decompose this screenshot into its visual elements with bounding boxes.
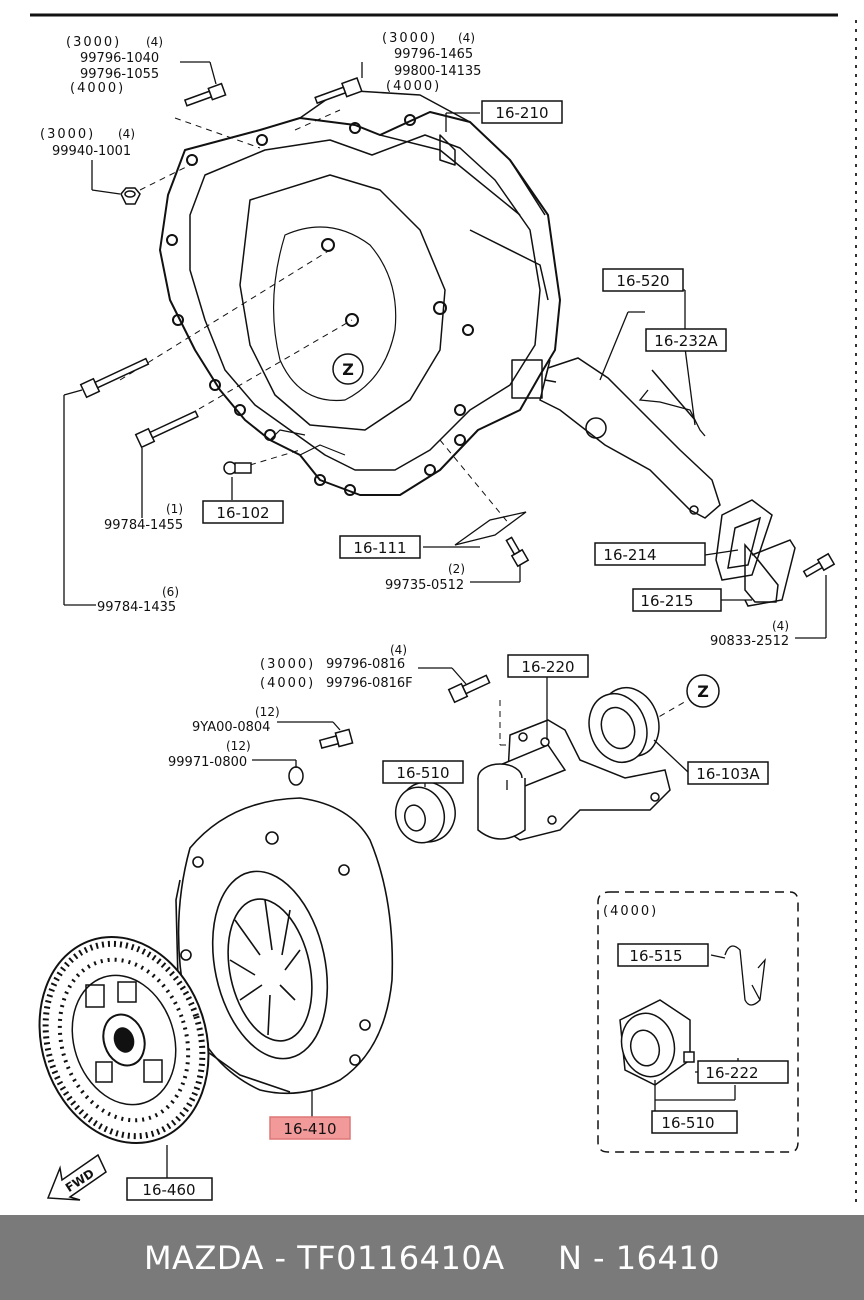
part-number: 99796-1055 — [80, 67, 159, 82]
part-number: 90833-2512 — [710, 634, 789, 649]
callout-16-103a: 16-103A — [696, 765, 760, 783]
clutch-housing-drawing — [159, 89, 561, 496]
part-qty: (4) — [772, 619, 789, 633]
part-tag: (3000) — [382, 31, 437, 46]
part-qty: (4) — [390, 643, 407, 657]
parts-diagram: Z — [30, 13, 857, 1205]
z-marker-circle — [686, 674, 720, 708]
footer-gap — [505, 1239, 558, 1277]
callout-16-510-inset: 16-510 — [661, 1114, 714, 1132]
part-qty: (4) — [458, 31, 475, 45]
footer-bar: MAZDA - TF0116410A N - 16410 — [0, 1215, 864, 1300]
washer-icon — [288, 766, 304, 786]
inset-title: (4000) — [603, 904, 658, 919]
callout-16-210: 16-210 — [495, 104, 548, 122]
footer-separator: - — [263, 1238, 298, 1277]
callout-16-515: 16-515 — [629, 947, 682, 965]
part-qty: (4) — [118, 127, 135, 141]
part-qty: (4) — [146, 35, 163, 49]
part-number: 9YA00-0804 — [192, 720, 270, 735]
part-tag: (3000) — [66, 35, 121, 50]
release-collar-drawing — [477, 719, 671, 841]
boot-drawing — [715, 499, 796, 607]
part-qty: (6) — [162, 585, 179, 599]
part-tag: (4000) — [260, 676, 315, 691]
gasket-drawing — [454, 511, 527, 546]
part-qty: (12) — [255, 705, 280, 719]
part-tag: (4000) — [386, 79, 441, 94]
callout-16-520: 16-520 — [616, 272, 669, 290]
footer-part-number: TF0116410A — [297, 1238, 505, 1277]
part-number: 99796-1040 — [80, 51, 159, 66]
callout-16-215: 16-215 — [640, 592, 693, 610]
callout-16-510: 16-510 — [396, 764, 449, 782]
callout-16-111: 16-111 — [353, 539, 406, 557]
part-qty: (12) — [226, 739, 251, 753]
part-number: 99796-1465 — [394, 47, 473, 62]
inset-4000: (4000) — [597, 891, 799, 1153]
part-number: 99796-0816F — [326, 676, 413, 691]
part-number: 99971-0800 — [168, 755, 247, 770]
z-marker-label: Z — [342, 360, 354, 379]
part-number: 99784-1435 — [97, 600, 176, 615]
part-number: 99940-1001 — [52, 144, 131, 159]
release-fork-drawing — [539, 357, 721, 519]
callout-16-214: 16-214 — [603, 546, 656, 564]
part-tag: (4000) — [70, 81, 125, 96]
callout-16-232a: 16-232A — [654, 332, 718, 350]
part-number: 99800-14135 — [394, 64, 481, 79]
callout-16-220: 16-220 — [521, 658, 574, 676]
z-marker-label: Z — [697, 682, 709, 701]
part-number: 99735-0512 — [385, 578, 464, 593]
footer-brand: MAZDA — [143, 1238, 264, 1277]
bolt-icon — [79, 77, 836, 749]
part-tag: (3000) — [260, 657, 315, 672]
release-bearing-drawing — [394, 781, 456, 844]
part-tag: (3000) — [40, 127, 95, 142]
part-number: 99784-1455 — [104, 518, 183, 533]
callout-16-460: 16-460 — [142, 1181, 195, 1199]
part-qty: (2) — [448, 562, 465, 576]
callout-16-102: 16-102 — [216, 504, 269, 522]
clutch-disc-drawing — [38, 935, 210, 1145]
part-number: 99796-0816 — [326, 657, 405, 672]
fwd-arrow-icon: FWD — [46, 1153, 107, 1201]
callout-16-222: 16-222 — [705, 1064, 758, 1082]
bearing-16-103a-drawing — [588, 686, 660, 764]
footer-ref: N - 16410 — [557, 1238, 721, 1277]
z-marker-circle — [332, 353, 364, 385]
callout-16-410: 16-410 — [283, 1120, 336, 1138]
part-qty: (1) — [166, 502, 183, 516]
